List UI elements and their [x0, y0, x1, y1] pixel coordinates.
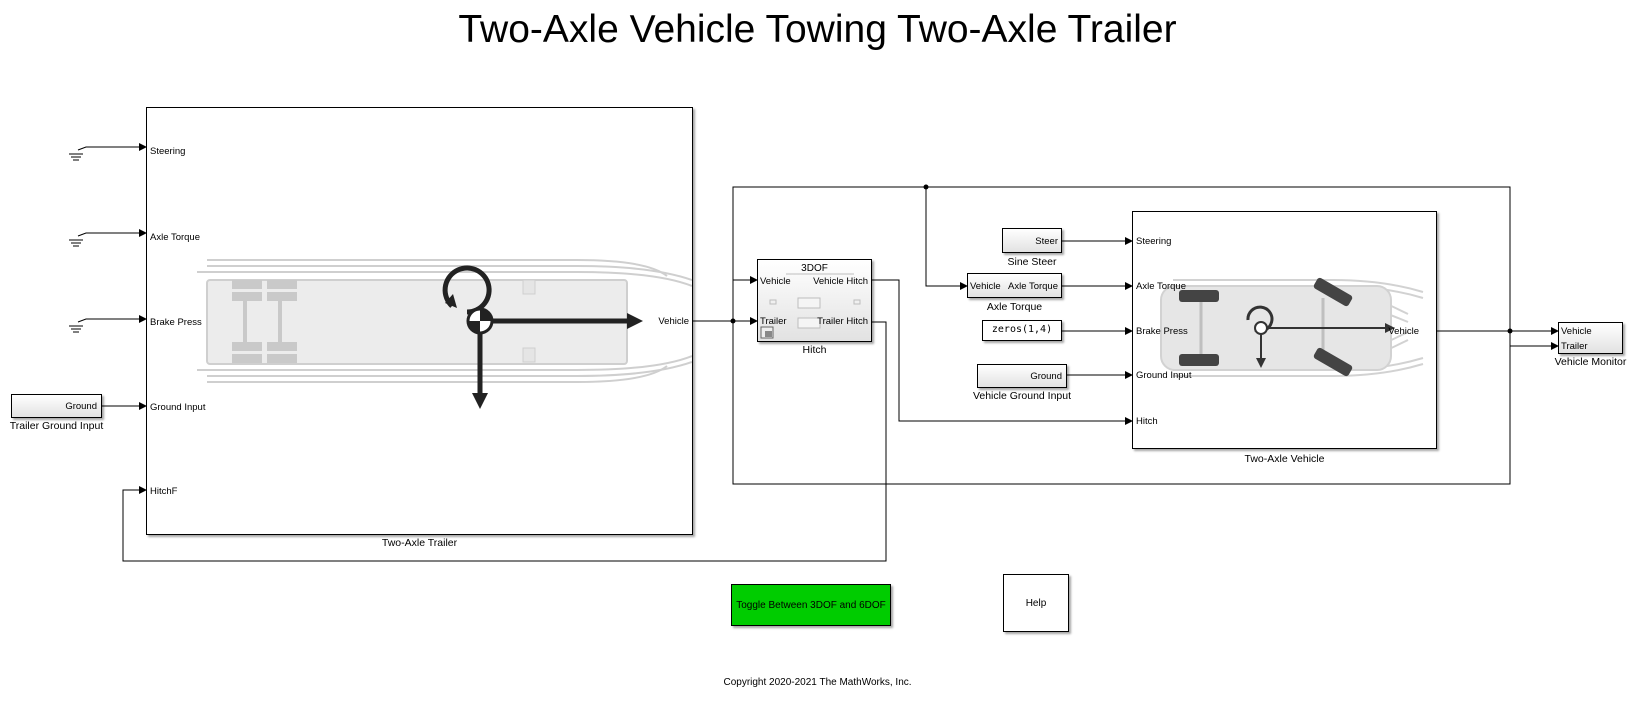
vehicle-ground-input-block[interactable]: Ground [977, 364, 1067, 388]
axle-torque-out-label: Axle Torque [1008, 281, 1058, 292]
vehicle-monitor-block[interactable]: Vehicle Trailer [1558, 322, 1623, 354]
port-steering: Steering [150, 146, 186, 157]
sine-steer-block[interactable]: Steer [1002, 228, 1062, 253]
trailer-ground-input-block[interactable]: Ground [11, 394, 102, 418]
vehicle-port-out: Vehicle [1388, 326, 1419, 337]
sine-steer-caption: Sine Steer [1007, 256, 1057, 268]
vehicle-cg-icon [442, 265, 643, 409]
axle-torque-in-label: Vehicle [970, 281, 1001, 292]
monitor-in-vehicle: Vehicle [1561, 326, 1592, 337]
ground-label: Ground [65, 401, 97, 412]
zeros-label: zeros(1,4) [991, 324, 1053, 335]
vehicle-cg-icon [1246, 305, 1395, 368]
junction-dot [730, 318, 736, 324]
monitor-in-trailer: Trailer [1561, 341, 1588, 352]
port-brake-press: Brake Press [150, 317, 202, 328]
vehicle-port-ground-input: Ground Input [1136, 370, 1192, 381]
hitch-in-vehicle: Vehicle [760, 276, 791, 287]
junction-dot [923, 184, 929, 190]
axle-torque-block[interactable]: Vehicle Axle Torque [967, 273, 1062, 298]
ground-icon [69, 143, 147, 161]
junction-dot [1507, 328, 1513, 334]
vehicle-port-steering: Steering [1136, 236, 1172, 247]
hitch-icon [760, 273, 861, 339]
port-axle-torque: Axle Torque [150, 232, 200, 243]
vehicle-port-hitch: Hitch [1136, 416, 1158, 427]
trailer-body-icon [197, 259, 692, 409]
ground-icon [69, 315, 147, 333]
trailer-ground-input-caption: Trailer Ground Input [9, 420, 104, 432]
vehicle-monitor-caption: Vehicle Monitor [1554, 356, 1627, 368]
hitch-mode-label: 3DOF [801, 263, 828, 274]
vehicle-ground-input-caption: Vehicle Ground Input [972, 390, 1072, 402]
axle-torque-caption: Axle Torque [986, 301, 1043, 313]
port-vehicle-out: Vehicle [658, 316, 689, 327]
vehicle-port-axle-torque: Axle Torque [1136, 281, 1186, 292]
vehicle-body-icon [1160, 277, 1424, 377]
hitch-caption: Hitch [802, 344, 827, 356]
two-axle-vehicle-block[interactable]: Steering Axle Torque Brake Press Ground … [1132, 211, 1437, 449]
ground-icon [69, 229, 147, 247]
vehicle-ground-label: Ground [1030, 371, 1062, 382]
toggle-3dof-6dof-button[interactable]: Toggle Between 3DOF and 6DOF [731, 584, 891, 626]
hitch-block[interactable]: 3DOF Vehicle Vehicle Hitch Trailer Trail… [757, 259, 872, 342]
port-hitchf: HitchF [150, 486, 178, 497]
port-ground-input: Ground Input [150, 402, 206, 413]
copyright-text: Copyright 2020-2021 The MathWorks, Inc. [723, 677, 912, 688]
hitch-in-trailer: Trailer [760, 316, 787, 327]
zeros-constant-block[interactable]: zeros(1,4) [982, 320, 1062, 341]
help-button[interactable]: Help [1003, 574, 1069, 632]
two-axle-trailer-caption: Two-Axle Trailer [381, 537, 458, 549]
hitch-out-trailer: Trailer Hitch [817, 316, 868, 327]
two-axle-trailer-block[interactable]: Steering Axle Torque Brake Press Ground … [146, 107, 693, 535]
sine-steer-label: Steer [1035, 236, 1058, 247]
hitch-out-vehicle: Vehicle Hitch [813, 276, 868, 287]
diagram-title: Two-Axle Vehicle Towing Two-Axle Trailer [458, 8, 1177, 51]
two-axle-vehicle-caption: Two-Axle Vehicle [1244, 453, 1325, 465]
vehicle-port-brake-press: Brake Press [1136, 326, 1188, 337]
